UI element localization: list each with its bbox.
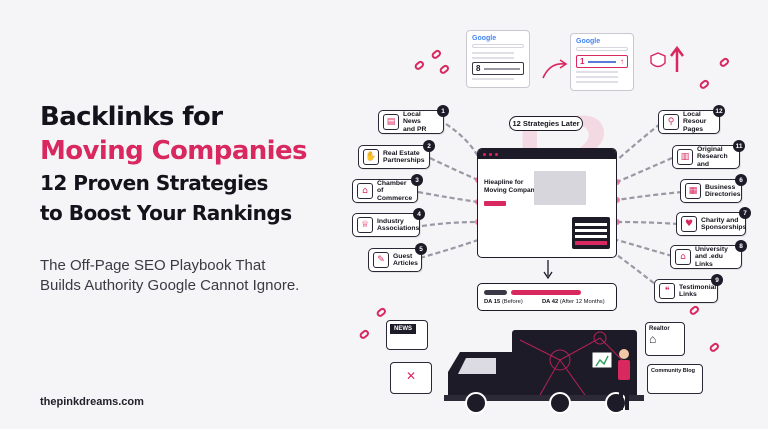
da-before-label: DA 15 (Before) [484,299,523,305]
strategy-number-badge: 3 [411,174,423,186]
strategy-number-badge: 5 [415,243,427,255]
quote-form [572,217,610,249]
community-blog-card: Community Blog [647,364,703,394]
strategy-label: Local Resour Pages [683,110,707,133]
strategy-number-badge: 7 [739,207,751,219]
strategy-label: Chamber of Commerce [377,179,413,202]
strategy-card: ▥Original Research and 11 [672,140,745,169]
headline-block: Backlinks for Moving Companies 12 Proven… [40,100,340,228]
strategy-label: Guest Articles [393,252,418,268]
house-icon: ⌂ [649,332,657,346]
chain-links [417,123,683,289]
map-pin-icon: ⚲ [663,114,679,130]
directory-icon: ▦ [685,183,701,199]
watermark-12: 12 [500,101,611,194]
strategy-card: ▤Local News and PR 1 [378,105,449,134]
chart-icon: ▥ [677,149,693,165]
domain-authority-box: DA 15 (Before) DA 42 (After 12 Months) [477,283,617,311]
tools-card: ✕ [390,362,432,394]
strategy-label: Testimonial Links [679,283,717,299]
website-mockup: Hieapline for Moving Company [477,148,617,258]
timeline-pill: 12 Strategies Later [509,116,583,131]
handshake-icon: ✋ [363,149,379,165]
browser-chrome [478,149,616,159]
news-label: NEWS [390,324,416,334]
search-bar [576,47,628,51]
newspaper-icon: ▤ [383,114,399,130]
serp-after: Google 1↑ [570,33,634,91]
search-bar [472,44,524,48]
strategy-label: Charity and Sponsorships [701,216,747,232]
da-before-bar [484,290,507,295]
mover-person-icon [591,349,630,410]
truck-image [534,171,586,205]
google-logo: Google [472,35,497,42]
speech-bubble-icon: ❝ [659,283,675,299]
realtor-label: Realtor [649,326,670,332]
headline-title: Backlinks for [40,102,223,132]
strategy-label: Business Directories [705,183,741,199]
headline-highlight: Moving Companies [40,136,308,166]
strategy-label: University and .edu Links [695,245,728,268]
google-logo: Google [576,38,601,45]
tagline-line-1: The Off-Page SEO Playbook That [40,257,266,274]
strategy-label: Real Estate Partnerships [383,149,425,165]
arrow-up-icon: ↑ [620,57,624,66]
realtor-card: Realtor ⌂ [645,322,685,356]
tagline: The Off-Page SEO Playbook That Builds Au… [40,256,299,296]
pen-icon: ✎ [373,252,389,268]
headline-subtitle-2: to Boost Your Rankings [40,201,292,225]
website-cta-button [484,201,506,206]
strategy-number-badge: 2 [423,140,435,152]
heart-hand-icon: ♥ [681,216,697,232]
strategy-card: ⌂University and .edu Links 8 [670,240,747,269]
news-card: NEWS [386,320,428,350]
community-blog-label: Community Blog [651,368,695,374]
headline-subtitle-1: 12 Proven Strategies [40,171,268,195]
tagline-line-2: Builds Authority Google Cannot Ignore. [40,277,300,294]
da-after-label: DA 42 (After 12 Months) [542,299,605,305]
strategy-label: Original Research and [697,145,728,168]
da-after-bar [511,290,581,295]
floating-link-icons [359,49,729,352]
strategy-number-badge: 9 [711,274,723,286]
moving-truck [444,330,644,414]
strategy-number-badge: 8 [735,240,747,252]
strategy-label: Local News and PR [403,110,427,133]
site-url[interactable]: thepinkdreams.com [40,396,144,408]
strategy-number-badge: 11 [733,140,745,152]
building-icon: ⌂ [357,183,373,199]
strategy-number-badge: 4 [413,208,425,220]
rank-after: 1↑ [576,55,628,68]
tools-icon: ✕ [405,369,417,383]
graduation-cap-icon: ⌂ [675,249,691,265]
trophy-icon: ♕ [357,217,373,233]
strategy-label: Industry Associations [377,217,420,233]
strategy-card: ⚲Local Resour Pages 12 [658,105,725,134]
strategy-number-badge: 12 [713,105,725,117]
chain-glows [475,177,620,225]
shield-icon [650,52,666,68]
rank-before: 8 [472,62,524,75]
strategy-number-badge: 6 [735,174,747,186]
website-hero-text: Hieapline for Moving Company [484,179,539,194]
serp-before: Google 8 [466,30,530,88]
strategy-number-badge: 1 [437,105,449,117]
serp-arrow [542,62,566,79]
